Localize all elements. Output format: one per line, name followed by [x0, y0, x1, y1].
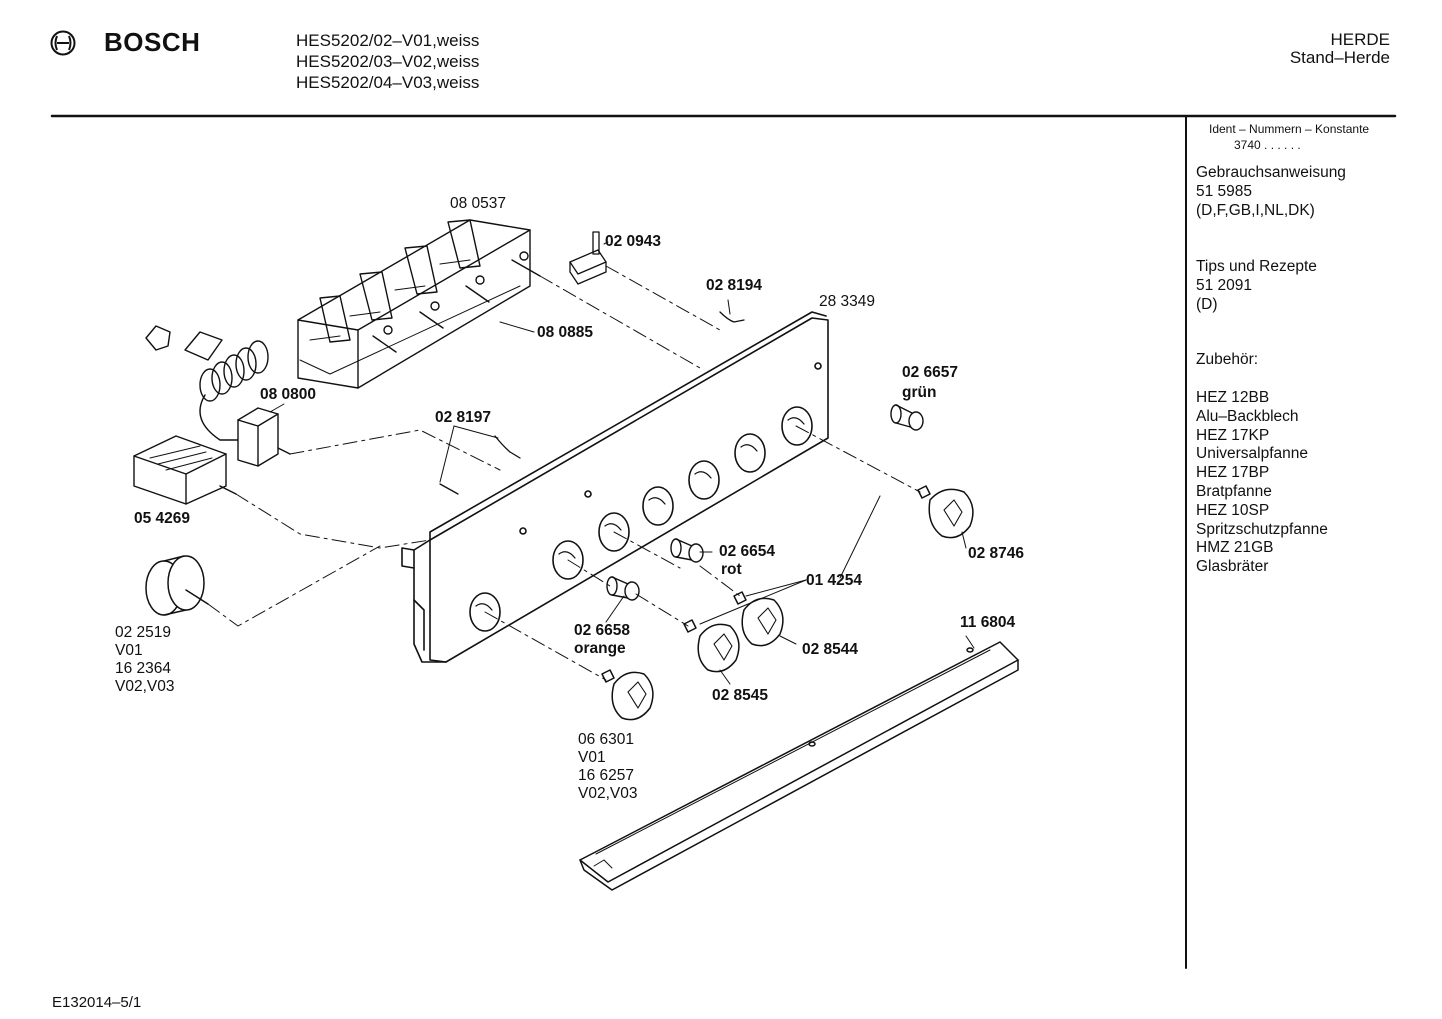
part-label-283349: 28 3349	[819, 293, 876, 310]
accessory-item: HEZ 10SP	[1196, 501, 1270, 519]
accessory-item: HMZ 21GB	[1196, 539, 1274, 557]
part-label-080537: 08 0537	[450, 195, 507, 212]
subcategory-title: Stand–Herde	[1289, 48, 1390, 67]
knob-066301	[601, 669, 654, 721]
knob-028544	[733, 591, 784, 647]
accessory-item: HEZ 17KP	[1196, 426, 1270, 444]
thermostat-coil-part	[145, 325, 269, 441]
manual-languages: (D,F,GB,I,NL,DK)	[1196, 202, 1315, 219]
part-label-014254: 01 4254	[806, 572, 863, 589]
accessories-list: HEZ 12BB Alu–Backblech HEZ 17KP Universa…	[1196, 389, 1328, 577]
knob-028746	[917, 485, 974, 539]
accessory-item: Bratpfanne	[1196, 482, 1272, 500]
control-knob-parts	[601, 485, 974, 721]
indicator-lamp-red-part	[670, 538, 704, 563]
bosch-logo-icon	[50, 30, 76, 56]
model-line-3: HES5202/04–V03,weiss	[296, 73, 480, 92]
part-label-020943: 02 0943	[605, 233, 662, 250]
model-line-2: HES5202/03–V02,weiss	[296, 52, 480, 71]
category-title: HERDE	[1330, 30, 1390, 49]
part-label-028544: 02 8544	[802, 641, 859, 658]
tips-number: 51 2091	[1196, 277, 1253, 294]
part-label-116804: 11 6804	[960, 614, 1016, 631]
accessory-item: HEZ 12BB	[1196, 389, 1270, 406]
part-label-026654: 02 6654	[719, 543, 776, 560]
model-line-1: HES5202/02–V01,weiss	[296, 31, 480, 50]
micro-switch-part	[569, 231, 607, 285]
accessory-item: HEZ 17BP	[1196, 464, 1270, 482]
switch-block-part	[297, 219, 541, 389]
part-label-line: V02,V03	[115, 678, 175, 695]
part-label-line: V01	[578, 749, 606, 766]
part-label-028194: 02 8194	[706, 277, 763, 294]
part-label-080885: 08 0885	[537, 324, 594, 341]
part-label-line: V01	[115, 642, 143, 659]
part-label-line: 16 6257	[578, 767, 635, 784]
part-label-028545: 02 8545	[712, 687, 769, 704]
accessory-item: Spritzschutzpfanne	[1196, 520, 1328, 538]
brand-name: BOSCH	[104, 27, 201, 57]
part-label-026658-color: orange	[574, 640, 626, 657]
part-label-066301: 06 6301 V01 16 6257 V02,V03	[578, 731, 637, 803]
part-label-line: 16 2364	[115, 660, 172, 677]
tips-languages: (D)	[1196, 296, 1218, 313]
accessories-label: Zubehör:	[1196, 351, 1259, 368]
part-label-026657-color: grün	[902, 384, 937, 401]
part-label-026657: 02 6657	[902, 364, 959, 381]
manual-label: Gebrauchsanweisung	[1196, 164, 1346, 181]
part-label-022519: 02 2519 V01 16 2364 V02,V03	[115, 624, 174, 696]
ident-value: 3740 . . . . . .	[1234, 138, 1301, 152]
indicator-lamp-green-part	[890, 404, 924, 431]
manual-number: 51 5985	[1196, 183, 1253, 200]
document-code: E132014–5/1	[52, 994, 142, 1011]
heater-block-part	[133, 435, 237, 505]
ident-label: Ident – Nummern – Konstante	[1209, 122, 1370, 136]
part-label-028746: 02 8746	[968, 545, 1025, 562]
part-label-080800: 08 0800	[260, 386, 317, 403]
leader-lines	[269, 241, 975, 685]
part-label-026658: 02 6658	[574, 622, 631, 639]
accessory-item: Universalpfanne	[1196, 445, 1309, 463]
knob-028545	[683, 619, 740, 673]
relay-part	[237, 407, 291, 467]
part-label-line: V02,V03	[578, 785, 638, 802]
timer-part	[145, 555, 209, 616]
accessory-item: Glasbräter	[1196, 558, 1269, 576]
part-label-line: 02 2519	[115, 624, 172, 641]
accessory-item: Alu–Backblech	[1196, 407, 1299, 425]
tips-label: Tips und Rezepte	[1196, 258, 1317, 275]
part-label-028197: 02 8197	[435, 409, 492, 426]
indicator-lamp-orange-part	[606, 576, 640, 601]
trim-bar-part	[579, 641, 1019, 891]
part-label-line: 06 6301	[578, 731, 635, 748]
part-label-026654-color: rot	[721, 561, 742, 578]
part-label-054269: 05 4269	[134, 510, 191, 527]
control-panel-part	[401, 311, 829, 663]
assembly-lines	[207, 265, 921, 681]
